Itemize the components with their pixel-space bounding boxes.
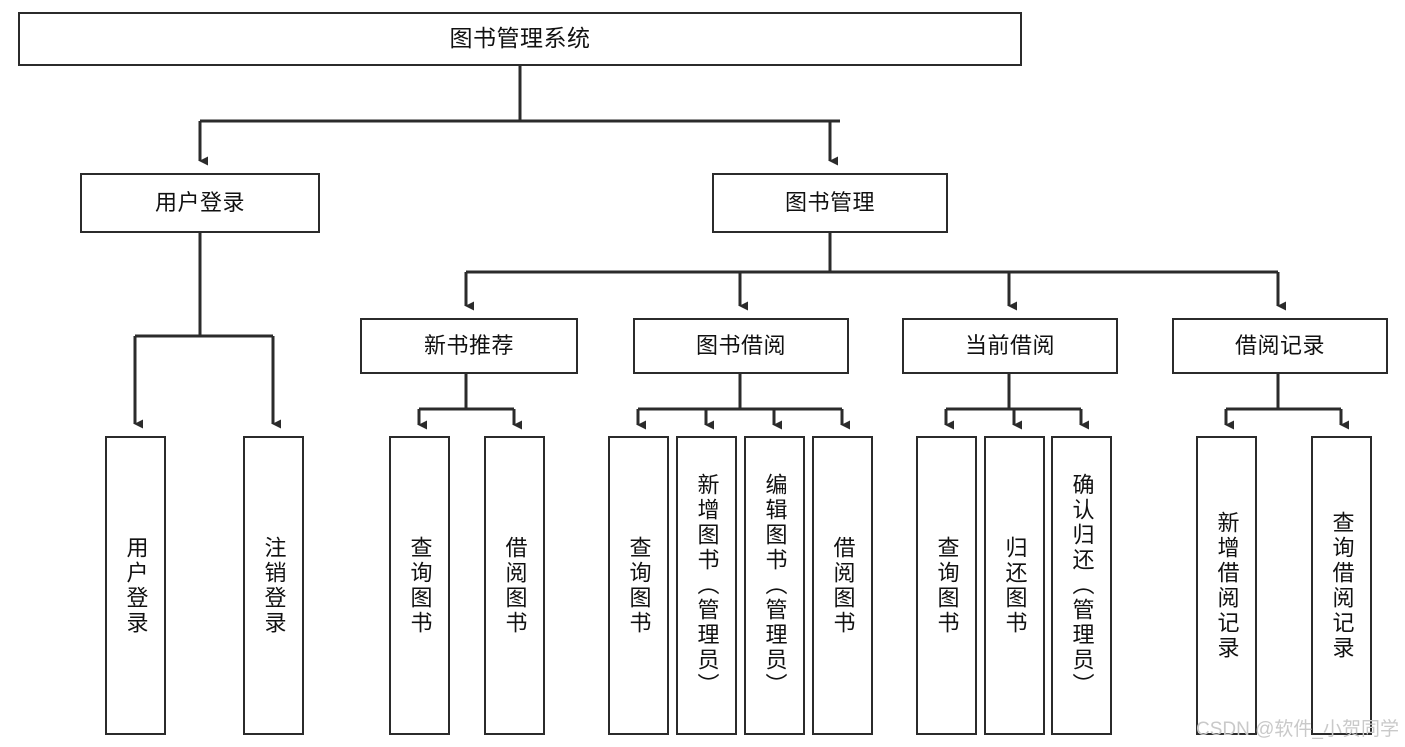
node-book-management-label: 图书管理 <box>784 190 875 216</box>
node-user-login-leaf-label: 用户登录 <box>123 535 149 636</box>
node-query-book-borrow-label: 查询图书 <box>626 535 652 636</box>
node-borrow-book-recommend[interactable]: 借阅图书 <box>484 436 545 735</box>
node-borrow-record[interactable]: 借阅记录 <box>1172 318 1388 374</box>
node-user-login-label: 用户登录 <box>154 190 245 216</box>
node-root[interactable]: 图书管理系统 <box>18 12 1022 66</box>
node-user-logout-leaf-label: 注销登录 <box>261 535 287 636</box>
node-add-borrow-record[interactable]: 新增借阅记录 <box>1196 436 1257 735</box>
node-confirm-return-admin[interactable]: 确认归还（管理员） <box>1051 436 1112 735</box>
node-book-management[interactable]: 图书管理 <box>712 173 948 233</box>
node-root-label: 图书管理系统 <box>449 25 591 52</box>
node-add-borrow-record-label: 新增借阅记录 <box>1214 510 1240 661</box>
node-return-book-label: 归还图书 <box>1002 535 1028 636</box>
node-query-book-recommend-label: 查询图书 <box>407 535 433 636</box>
node-new-book-recommend[interactable]: 新书推荐 <box>360 318 578 374</box>
node-borrow-book-recommend-label: 借阅图书 <box>502 535 528 636</box>
node-edit-book-admin-label: 编辑图书（管理员） <box>762 473 788 698</box>
node-query-book-current[interactable]: 查询图书 <box>916 436 977 735</box>
node-add-book-admin[interactable]: 新增图书（管理员） <box>676 436 737 735</box>
node-query-borrow-record[interactable]: 查询借阅记录 <box>1311 436 1372 735</box>
node-confirm-return-admin-label: 确认归还（管理员） <box>1069 473 1095 698</box>
node-user-login-leaf[interactable]: 用户登录 <box>105 436 166 735</box>
node-add-book-admin-label: 新增图书（管理员） <box>694 473 720 698</box>
node-query-book-recommend[interactable]: 查询图书 <box>389 436 450 735</box>
node-new-book-recommend-label: 新书推荐 <box>423 333 514 359</box>
node-query-borrow-record-label: 查询借阅记录 <box>1329 510 1355 661</box>
node-edit-book-admin[interactable]: 编辑图书（管理员） <box>744 436 805 735</box>
watermark-text: CSDN @软件_小贺同学 <box>1196 719 1399 740</box>
node-borrow-book-borrow[interactable]: 借阅图书 <box>812 436 873 735</box>
node-current-borrow-label: 当前借阅 <box>964 333 1055 359</box>
node-book-borrow-label: 图书借阅 <box>695 333 786 359</box>
node-query-book-current-label: 查询图书 <box>934 535 960 636</box>
node-current-borrow[interactable]: 当前借阅 <box>902 318 1118 374</box>
node-book-borrow[interactable]: 图书借阅 <box>633 318 849 374</box>
node-query-book-borrow[interactable]: 查询图书 <box>608 436 669 735</box>
node-user-login[interactable]: 用户登录 <box>80 173 320 233</box>
node-borrow-book-borrow-label: 借阅图书 <box>830 535 856 636</box>
node-return-book[interactable]: 归还图书 <box>984 436 1045 735</box>
node-borrow-record-label: 借阅记录 <box>1234 333 1325 359</box>
node-user-logout-leaf[interactable]: 注销登录 <box>243 436 304 735</box>
